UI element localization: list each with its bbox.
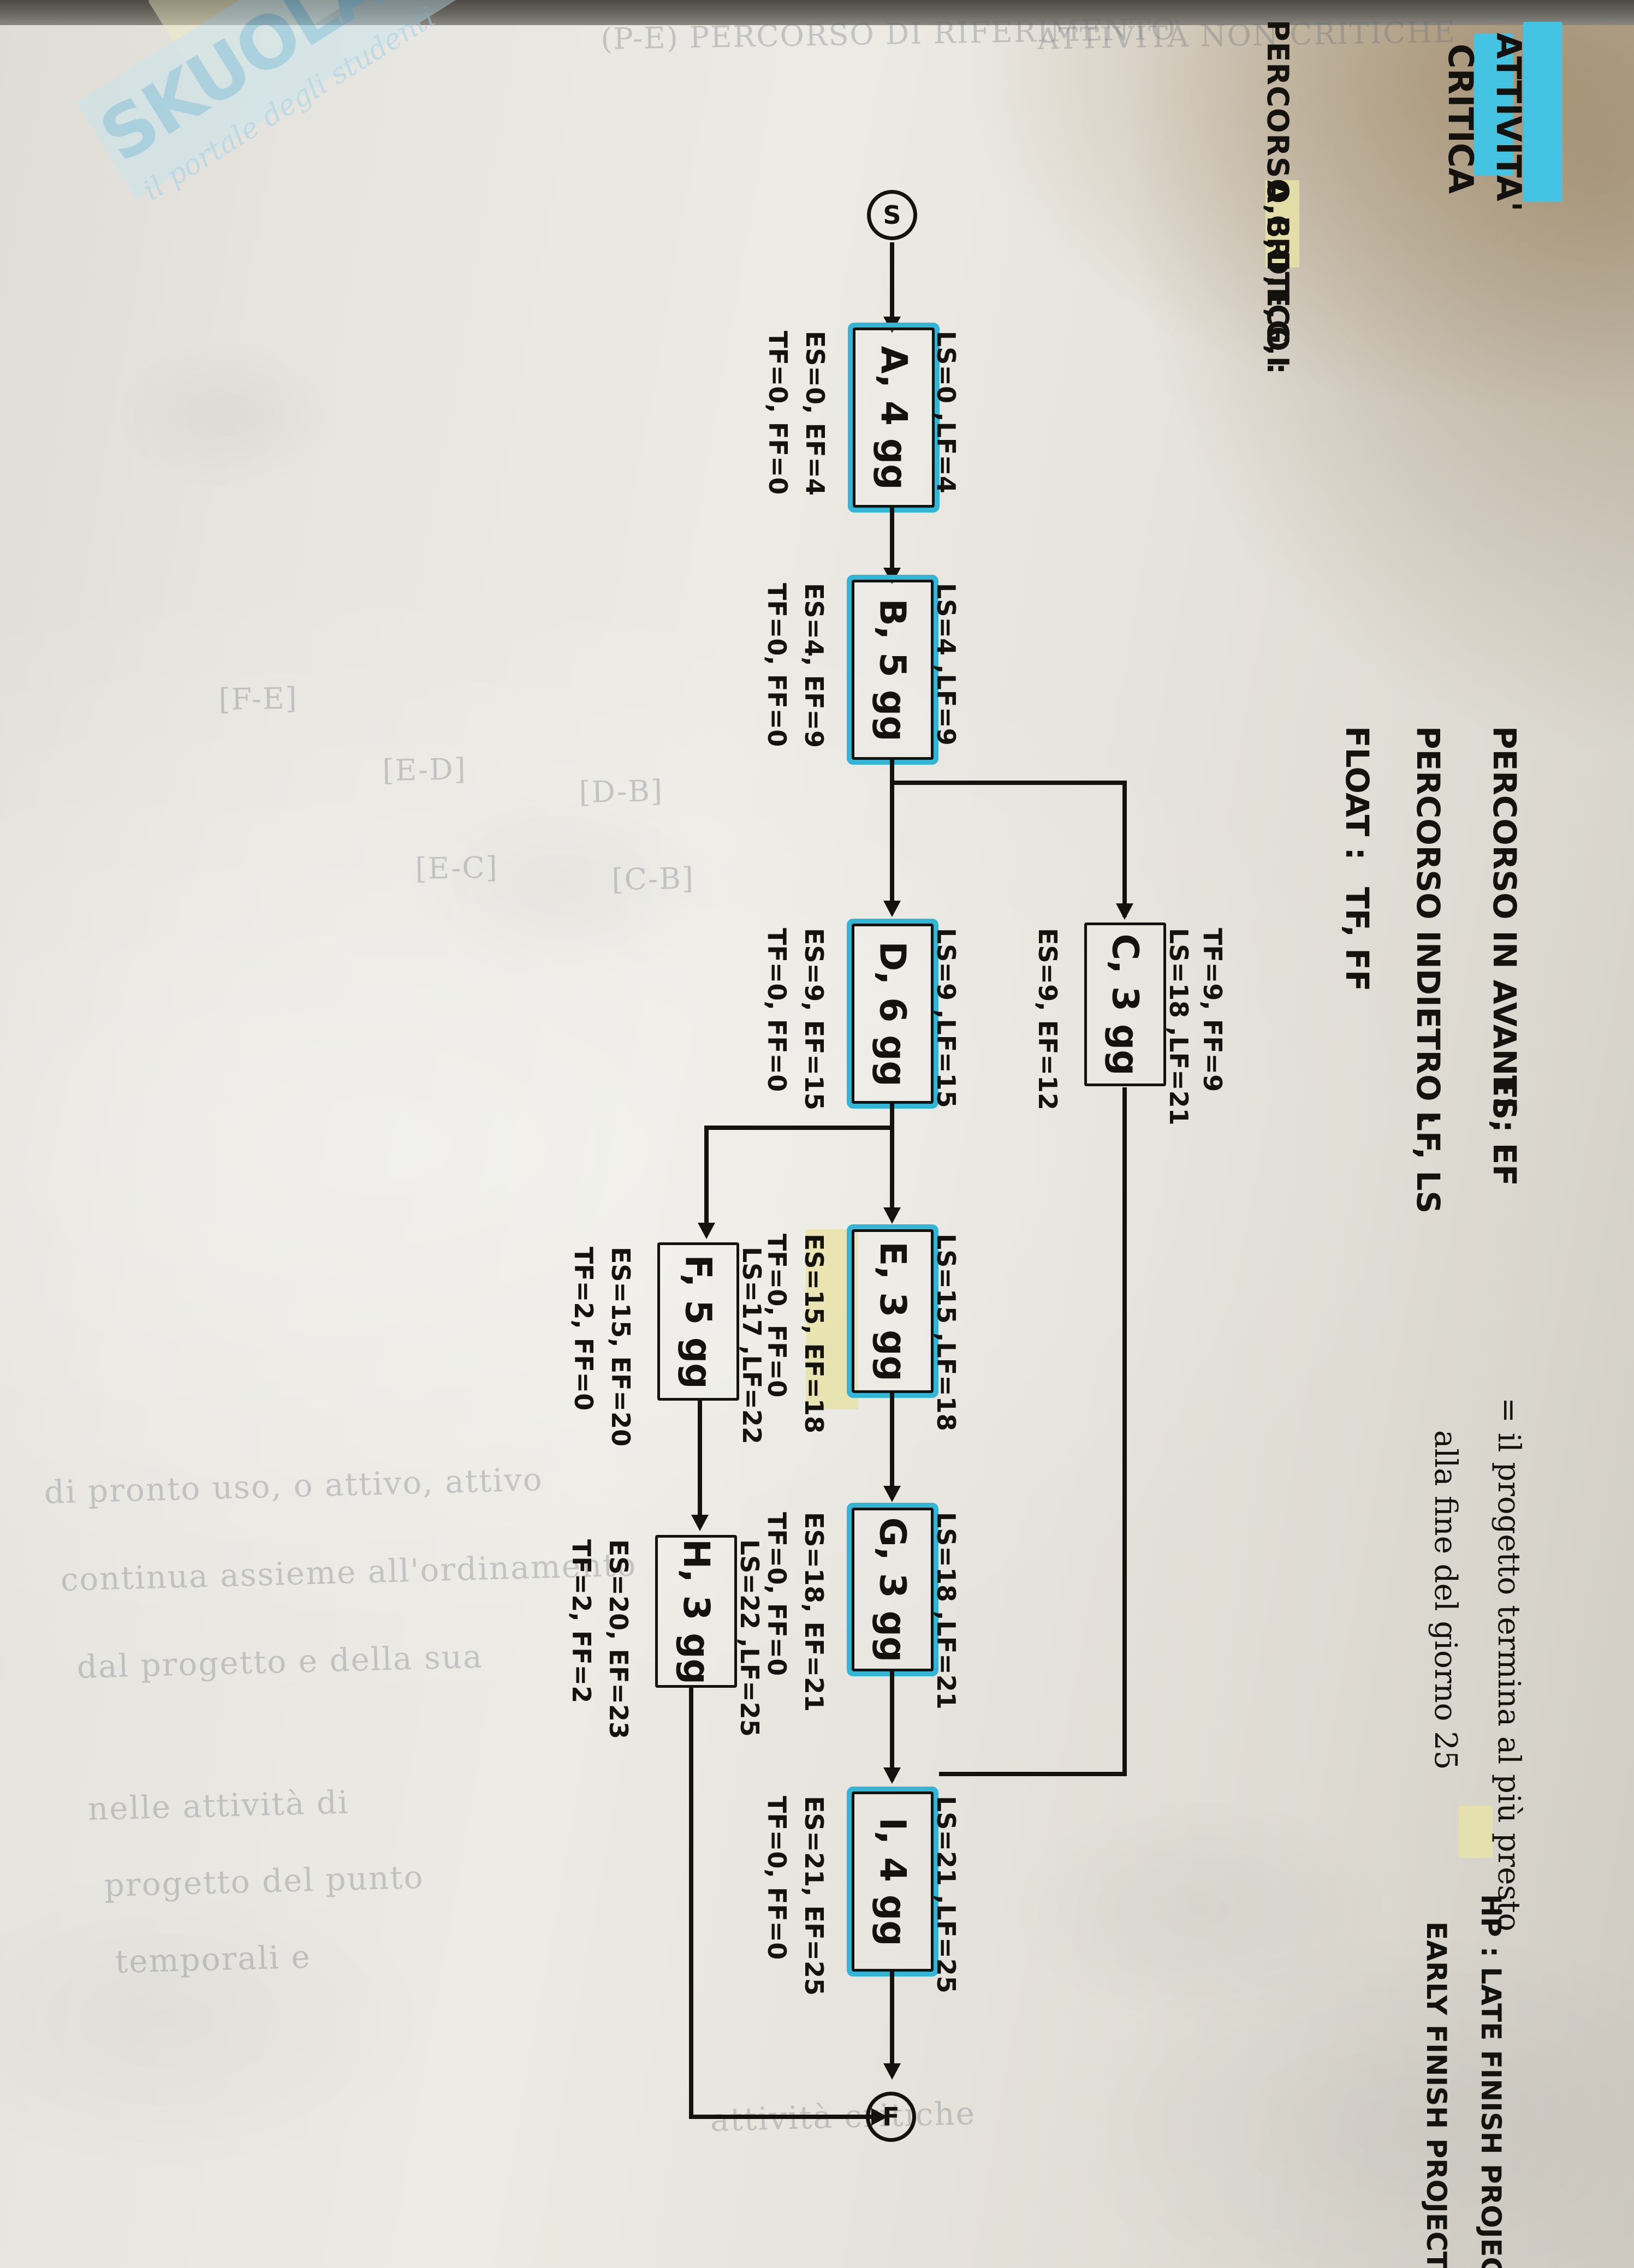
task-node-G-label: G, 3 gg [871, 1517, 914, 1662]
task-node-H-ls-lf: LS=22 ,LF=25 [735, 1539, 764, 1737]
edge-A-B [890, 508, 894, 576]
task-node-C-es-ef: ES=9, EF=12 [1033, 928, 1062, 1110]
hp-line-1: HP : LATE FINISH PROJECT DATE = [1475, 1894, 1507, 2268]
edge-B-C-arrowhead [1116, 903, 1133, 920]
hp-line-2: EARLY FINISH PROJECT DATE [1421, 1921, 1452, 2268]
task-node-G-ls-lf: LS=18 ,LF=21 [931, 1512, 961, 1710]
task-node-C-ls-lf: LS=18 ,LF=21 [1164, 928, 1193, 1126]
task-node-F-es-ef: ES=15, EF=20 [606, 1247, 635, 1447]
task-node-B-float: TF=0, FF=0 [762, 583, 792, 747]
tag-critica-label: CRITICA [1441, 44, 1481, 194]
finish-node-F: F [866, 2092, 916, 2142]
task-node-E-ls-lf: LS=15 ,LF=18 [931, 1234, 961, 1431]
legend-line-2-label: FLOAT : [1339, 726, 1376, 860]
edge-F-H-arrowhead [691, 1515, 709, 1531]
task-node-I-ls-lf: LS=21 ,LF=25 [931, 1796, 961, 1993]
task-node-A-float: TF=0, FF=0 [763, 331, 793, 495]
edge-B-C-horizontal [892, 781, 1127, 785]
task-node-E[interactable]: E, 3 gg [852, 1229, 934, 1393]
task-node-B-ls-lf: LS=4 ,LF=9 [931, 583, 961, 746]
task-node-I-label: I, 4 gg [871, 1817, 914, 1946]
task-node-B[interactable]: B, 5 gg [852, 580, 934, 760]
task-node-A[interactable]: A, 4 gg [853, 328, 935, 508]
edge-I-FIN [890, 1972, 894, 2075]
edge-E-G-arrowhead [883, 1486, 901, 1502]
edge-S-A [890, 242, 894, 324]
start-node-S: S [867, 190, 917, 240]
edge-B-C-vertical [1122, 781, 1127, 917]
task-node-A-ls-lf: LS=0 ,LF=4 [931, 331, 961, 493]
note-equals-line1: = il progetto termina al più presto [1491, 1397, 1526, 1932]
task-node-G-es-ef: ES=18, EF=21 [799, 1512, 829, 1712]
task-node-A-es-ef: ES=0, EF=4 [800, 331, 830, 496]
task-node-D-es-ef: ES=9, EF=15 [799, 928, 829, 1110]
edge-D-E [890, 1104, 894, 1218]
edge-B-D [890, 760, 894, 913]
task-node-D-ls-lf: LS=9 ,LF=15 [931, 928, 961, 1108]
task-node-C[interactable]: C, 3 gg [1084, 922, 1166, 1086]
task-node-H[interactable]: H, 3 gg [655, 1535, 737, 1688]
task-node-F[interactable]: F, 5 gg [657, 1242, 739, 1401]
edge-F-H [698, 1401, 702, 1526]
task-node-D[interactable]: D, 6 gg [852, 924, 934, 1104]
legend-line-1-label: PERCORSO INDIETRO : [1410, 726, 1447, 1125]
cyan-marker-attivita [1523, 22, 1562, 202]
task-node-C-float: TF=9, FF=9 [1198, 928, 1227, 1092]
task-node-H-float: TF=2, FF=2 [567, 1539, 596, 1704]
task-node-G[interactable]: G, 3 gg [852, 1508, 934, 1671]
task-node-D-label: D, 6 gg [871, 940, 914, 1087]
edge-G-I-arrowhead [883, 1767, 901, 1784]
edge-D-F-vertical [704, 1126, 709, 1235]
edge-H-FIN-vertical [689, 1688, 693, 2119]
task-node-I-float: TF=0, FF=0 [762, 1796, 792, 1960]
edge-B-D-arrowhead [883, 901, 901, 917]
task-node-H-es-ef: ES=20, EF=23 [604, 1539, 633, 1740]
edge-S-A-arrowhead [883, 317, 901, 333]
task-node-I[interactable]: I, 4 gg [852, 1791, 934, 1972]
edge-E-G [890, 1393, 894, 1497]
edge-C-I-vertical [1122, 1087, 1127, 1776]
legend-line-0-value: ES, EF [1486, 1075, 1523, 1186]
task-node-E-float: TF=0, FF=0 [762, 1234, 792, 1398]
yellow-marker-giorno25 [1459, 1806, 1493, 1858]
task-node-I-es-ef: ES=21, EF=25 [799, 1796, 829, 1996]
edge-C-I-horizontal [939, 1772, 1127, 1776]
edge-G-I [890, 1671, 894, 1781]
task-node-G-float: TF=0, FF=0 [762, 1512, 792, 1676]
yellow-marker-node-E [806, 1229, 858, 1409]
photo-top-edge [0, 0, 1634, 25]
task-node-F-float: TF=2, FF=0 [569, 1247, 598, 1411]
legend-line-1-value: LF, LS [1410, 1111, 1447, 1214]
task-node-B-label: B, 5 gg [871, 598, 914, 741]
task-node-H-label: H, 3 gg [675, 1538, 717, 1684]
task-node-E-es-ef: ES=15, EF=18 [799, 1234, 829, 1434]
edge-I-FIN-arrowhead [883, 2063, 901, 2080]
edge-H-FIN-horizontal [689, 2115, 880, 2119]
legend-line-0-label: PERCORSO IN AVANTI : [1486, 726, 1523, 1133]
legend-line-2-value: TF, FF [1339, 887, 1376, 992]
yellow-marker-critical-path [1265, 180, 1299, 267]
tag-attivita-label: ATTIVITA' [1489, 33, 1529, 212]
task-node-E-label: E, 3 gg [871, 1241, 914, 1382]
edge-D-F-horizontal [704, 1126, 894, 1130]
task-node-F-label: F, 5 gg [677, 1254, 720, 1389]
percorso-critico-value: A,B,D,E,G,I [1261, 180, 1295, 368]
task-node-D-float: TF=0, FF=0 [762, 928, 792, 1092]
task-node-B-es-ef: ES=4, EF=9 [799, 583, 829, 748]
task-node-F-ls-lf: LS=17 ,LF=22 [737, 1247, 767, 1444]
task-node-A-label: A, 4 gg [872, 346, 915, 490]
edge-D-E-arrowhead [883, 1207, 901, 1224]
edge-D-F-arrowhead [698, 1223, 715, 1239]
task-node-C-label: C, 3 gg [1104, 933, 1146, 1075]
cyan-marker-critica [1474, 34, 1513, 176]
note-equals-line2: alla fine del giorno 25 [1428, 1430, 1463, 1770]
